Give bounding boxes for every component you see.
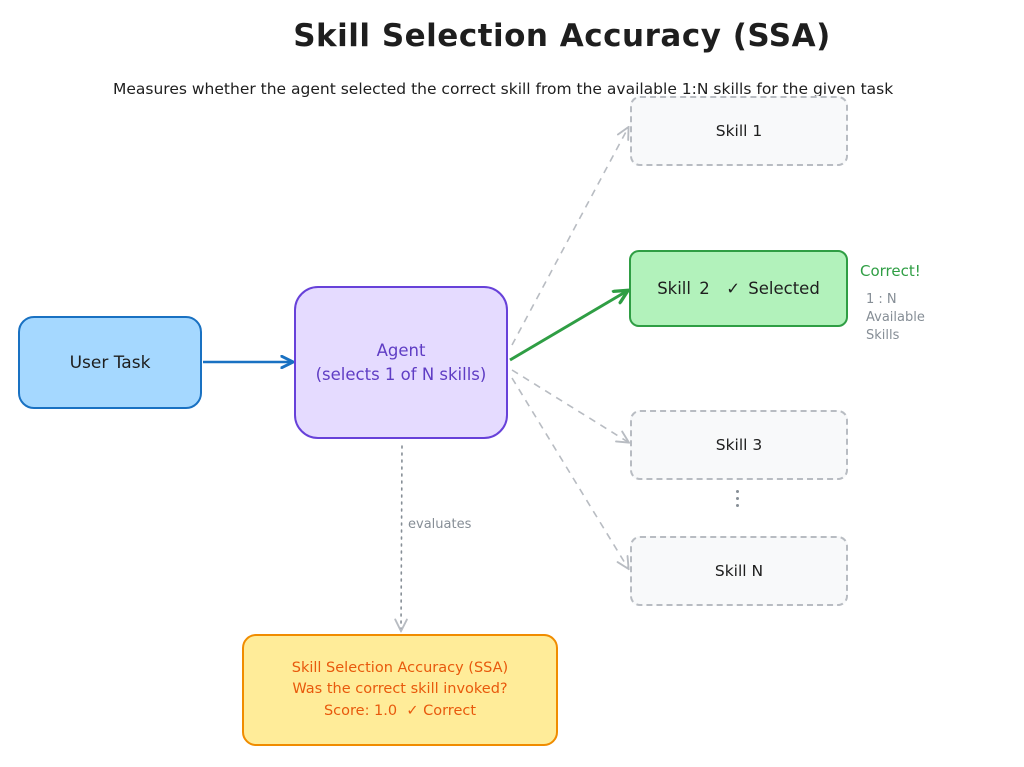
skill-n-node[interactable]: Skill N <box>630 536 848 606</box>
available-text: Available <box>866 310 925 326</box>
arrow-agent-to-ssa <box>401 445 402 630</box>
ssa-score: Score: 1.0 ✓ Correct <box>323 702 477 719</box>
agent-label: Agent <box>376 340 426 360</box>
evaluates-label: evaluates <box>408 517 472 532</box>
skill-1-label: Skill 1 <box>715 122 763 140</box>
available-skills-annotation: 1 : N Available Skills <box>866 291 925 346</box>
ratio-text: 1 : N <box>866 292 897 307</box>
user-task-label: User Task <box>69 352 151 373</box>
skill-1-node[interactable]: Skill 1 <box>630 96 848 166</box>
arrow-agent-to-skill-1 <box>511 128 628 346</box>
ssa-question: Was the correct skill invoked? <box>292 681 508 698</box>
skill-2-selected-node[interactable]: Skill 2 ✓ Selected <box>629 250 848 327</box>
diagram-subtitle: Measures whether the agent selected the … <box>113 80 894 98</box>
ssa-title: Skill Selection Accuracy (SSA) <box>291 660 509 677</box>
skills-text: Skills <box>866 328 900 344</box>
skill-3-label: Skill 3 <box>715 436 763 454</box>
correct-annotation: Correct! <box>860 262 921 280</box>
arrow-agent-to-skill-n <box>511 377 628 568</box>
skill-n-label: Skill N <box>714 562 764 580</box>
ssa-result-node[interactable]: Skill Selection Accuracy (SSA) Was the c… <box>242 634 558 746</box>
skill-2-label: Skill 2 ✓ Selected <box>657 279 820 298</box>
user-task-node[interactable]: User Task <box>18 316 202 409</box>
skill-3-node[interactable]: Skill 3 <box>630 410 848 480</box>
arrow-agent-to-skill-2 <box>509 291 627 362</box>
diagram-title: Skill Selection Accuracy (SSA) <box>293 18 831 54</box>
agent-node[interactable]: Agent (selects 1 of N skills) <box>294 286 508 439</box>
agent-sublabel: (selects 1 of N skills) <box>315 364 487 384</box>
arrow-agent-to-skill-3 <box>511 369 628 442</box>
ellipsis-vertical-icon <box>736 490 740 511</box>
